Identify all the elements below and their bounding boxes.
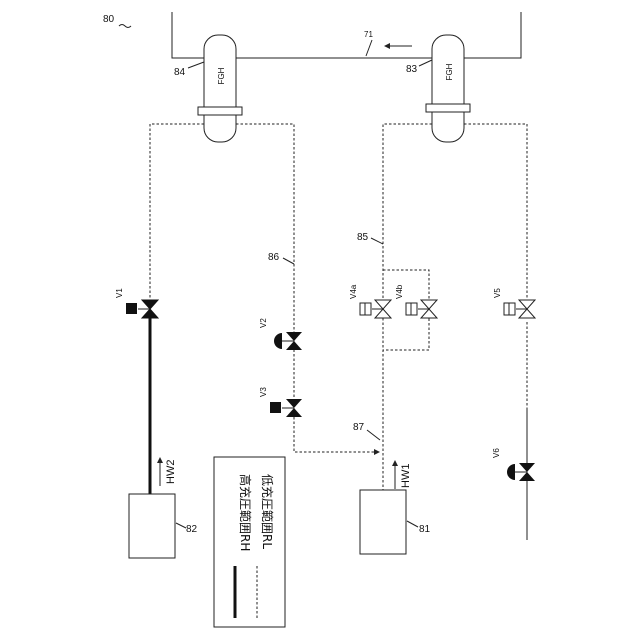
valve-v1-bottom [142, 309, 158, 318]
fgh-right-text: FGH [445, 63, 454, 80]
fgh-left-text: FGH [217, 67, 226, 84]
source-81-ref-label: 81 [419, 524, 431, 535]
valve-v4b-top [421, 300, 437, 309]
hw1-arrowhead [392, 460, 398, 466]
valve-v5-label: V5 [493, 288, 502, 298]
valve-v3 [270, 399, 302, 417]
system-ref-squiggle [119, 25, 131, 28]
fgh-left-ref-label: 84 [174, 67, 186, 78]
valve-v3-label: V3 [259, 387, 268, 397]
pipe-86-ref-label: 86 [268, 252, 280, 263]
valve-v2-top [286, 332, 302, 341]
valve-v5 [504, 300, 535, 318]
valve-v4a-top [375, 300, 391, 309]
fgh-left-ref-leader [188, 62, 204, 68]
valve-v4a-bottom [375, 309, 391, 318]
valve-v5-bottom [519, 309, 535, 318]
source-81-leader [407, 521, 418, 527]
hw1-label: HW1 [400, 464, 412, 488]
source-82-leader [176, 523, 186, 528]
valve-v3-actuator [270, 402, 281, 413]
fgh-right-flange [426, 104, 470, 112]
valve-v2-bottom [286, 341, 302, 350]
hw2-label: HW2 [165, 460, 177, 484]
bus-flow-arrowhead [384, 43, 390, 49]
valve-v6-actuator [507, 464, 515, 480]
pipe-85-ref-leader [371, 238, 383, 244]
fgh-left-flange [198, 107, 242, 115]
legend-high-label: 高充圧範囲RH [238, 474, 253, 551]
junction-ref-label: 87 [353, 422, 365, 433]
pipe-86-left-leg [150, 124, 204, 300]
valve-v1-label: V1 [115, 288, 124, 298]
source-82-box [129, 494, 175, 558]
valve-v1-actuator [126, 303, 137, 314]
valve-v6 [507, 463, 535, 481]
valve-v4b [406, 300, 437, 318]
legend-low-label: 低充圧範囲RL [260, 474, 275, 549]
valve-v2 [274, 332, 302, 350]
source-81-box [360, 490, 406, 554]
valve-v3-top [286, 399, 302, 408]
legend: 高充圧範囲RH 低充圧範囲RL [214, 457, 285, 627]
pipe-85-right-leg [464, 124, 527, 300]
pipe-86-arrowhead [374, 449, 380, 455]
valve-v4b-label: V4b [395, 284, 404, 299]
hw2-arrowhead [157, 457, 163, 463]
fgh-right: FGH [426, 35, 470, 142]
bus-ref-leader [366, 40, 372, 56]
valve-v6-bottom [519, 472, 535, 481]
junction-ref-leader [367, 430, 380, 440]
pipe-86-ref-leader [283, 258, 294, 264]
valve-v1 [126, 300, 158, 318]
valve-v4b-bottom [421, 309, 437, 318]
valve-v4a-label: V4a [349, 284, 358, 299]
fgh-right-ref-leader [419, 60, 432, 66]
valve-v4a [360, 300, 391, 318]
pipe-85-ref-label: 85 [357, 232, 369, 243]
valve-v6-label: V6 [492, 448, 501, 458]
valve-v2-actuator [274, 333, 282, 349]
fgh-left: FGH [198, 35, 242, 142]
valve-v6-top [519, 463, 535, 472]
system-ref-label: 80 [103, 14, 115, 25]
fgh-right-ref-label: 83 [406, 64, 418, 75]
source-82-ref-label: 82 [186, 524, 198, 535]
valve-v5-top [519, 300, 535, 309]
valve-v2-label: V2 [259, 318, 268, 328]
fgh-left-body [204, 35, 236, 142]
valve-v1-top [142, 300, 158, 309]
fgh-right-body [432, 35, 464, 142]
bus-ref-label: 71 [364, 30, 373, 39]
valve-v3-bottom [286, 408, 302, 417]
